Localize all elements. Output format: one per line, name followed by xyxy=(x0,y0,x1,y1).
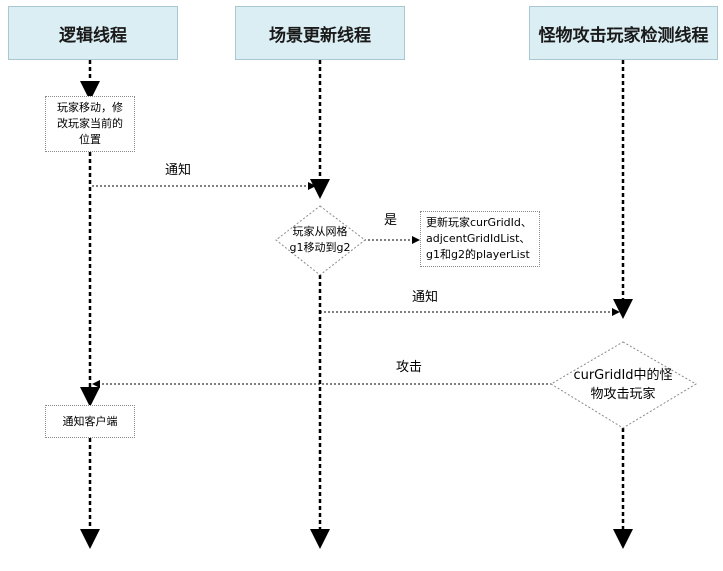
player-move-box: 玩家移动，修 改玩家当前的 位置 xyxy=(45,96,135,152)
decision-text-2: g1移动到g2 xyxy=(289,241,351,254)
monster-attack-diamond xyxy=(550,341,697,429)
lane-title-scene: 场景更新线程 xyxy=(269,25,371,46)
decision-text: 玩家从网格 g1移动到g2 xyxy=(280,224,360,256)
player-move-text-1: 玩家移动，修 xyxy=(57,101,123,114)
yes-label: 是 xyxy=(384,213,398,228)
update-text-2: adjcentGridIdList、 xyxy=(426,232,531,245)
player-move-text-2: 改玩家当前的 xyxy=(57,117,123,130)
notify-label-2: 通知 xyxy=(412,290,439,305)
decision-diamond xyxy=(275,205,366,276)
player-move-text-3: 位置 xyxy=(79,133,101,146)
attack-label: 攻击 xyxy=(396,360,423,375)
monster-attack-text-2: 物攻击玩家 xyxy=(590,387,656,402)
update-player-box: 更新玩家curGridId、 adjcentGridIdList、 g1和g2的… xyxy=(420,211,540,267)
decision-text-1: 玩家从网格 xyxy=(292,225,348,238)
monster-attack-text: curGridId中的怪 物攻击玩家 xyxy=(563,366,683,404)
update-text-3: g1和g2的playerList xyxy=(426,248,530,261)
notify-label-1: 通知 xyxy=(165,163,192,178)
lane-title-monster: 怪物攻击玩家检测线程 xyxy=(538,25,709,46)
lane-header-scene: 场景更新线程 xyxy=(235,6,405,60)
lane-title-logic: 逻辑线程 xyxy=(59,25,127,46)
update-text-1: 更新玩家curGridId、 xyxy=(426,216,532,229)
notify-client-box: 通知客户端 xyxy=(45,405,135,438)
monster-attack-text-1: curGridId中的怪 xyxy=(573,368,673,383)
lane-header-monster: 怪物攻击玩家检测线程 xyxy=(529,6,718,60)
notify-client-text: 通知客户端 xyxy=(62,414,118,428)
lane-header-logic: 逻辑线程 xyxy=(8,6,178,60)
